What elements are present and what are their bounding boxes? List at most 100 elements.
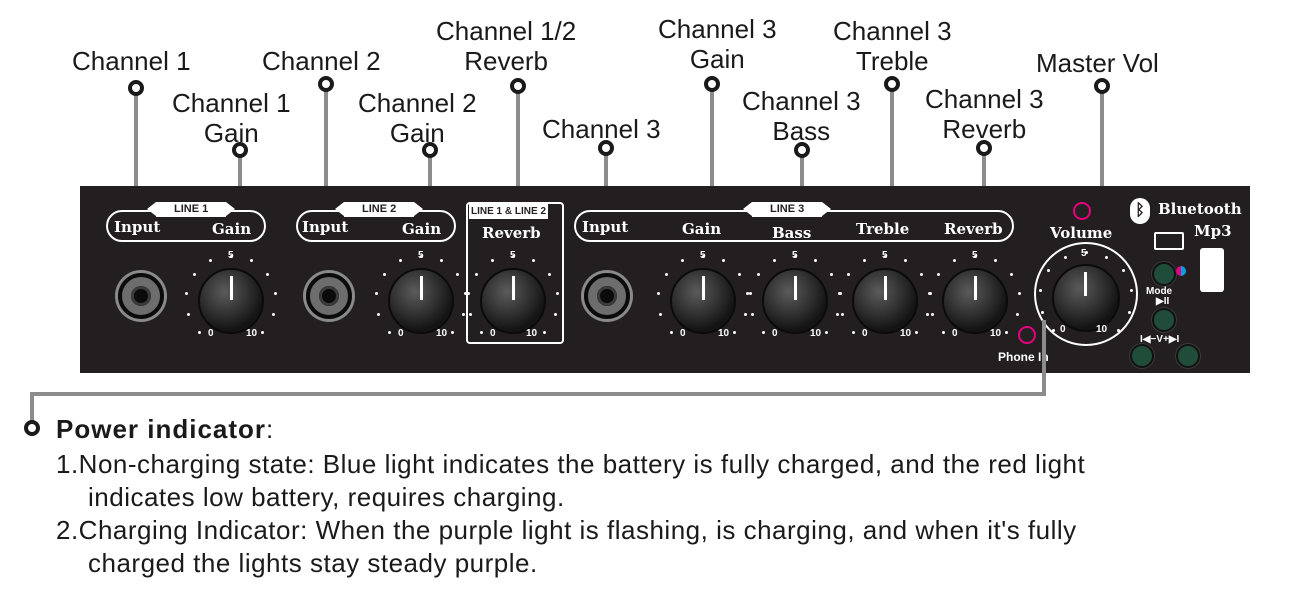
bluetooth-label: Bluetooth <box>1158 200 1242 218</box>
line3-treble-scale-10: 10 <box>900 328 912 339</box>
callout-channel2-gain: Channel 2 Gain <box>358 88 477 148</box>
power-indicator-led <box>1073 202 1091 220</box>
dial-tick <box>851 331 855 335</box>
next-vol-up-button[interactable] <box>1176 344 1200 368</box>
power-note-1b: indicates low battery, requires charging… <box>88 482 565 512</box>
dial-tick <box>468 313 472 317</box>
tape-icon <box>1154 232 1184 250</box>
line2-gain-label: Gain <box>402 220 442 238</box>
leader-channel12-reverb <box>516 88 520 281</box>
mode-button[interactable] <box>1152 262 1176 286</box>
dial-tick <box>451 331 455 335</box>
leader-dot-channel12-reverb <box>510 78 526 94</box>
power-note-1a: 1.Non-charging state: Blue light indicat… <box>56 449 1086 479</box>
power-indicator-title: Power indicator: <box>56 414 275 444</box>
master-volume-knob[interactable] <box>1052 264 1120 332</box>
line3-bass-scale-0: 0 <box>772 328 778 339</box>
line3-reverb-knob[interactable] <box>942 268 1008 334</box>
line2-gain-scale-10: 10 <box>436 328 448 339</box>
line3-bass-label: Bass <box>772 224 812 242</box>
line3-bass-knob[interactable] <box>762 268 828 334</box>
dial-tick <box>919 273 923 277</box>
dial-tick <box>193 273 197 277</box>
dial-tick <box>941 331 945 335</box>
line2-input-jack[interactable] <box>306 273 352 319</box>
leader-channel2 <box>324 86 328 272</box>
dial-tick <box>1051 329 1055 333</box>
dial-tick <box>491 259 495 263</box>
volume-scale-5: 5 <box>1081 248 1087 259</box>
dial-tick <box>1005 331 1009 335</box>
line3-treble-knob[interactable] <box>852 268 918 334</box>
dial-tick <box>185 292 189 296</box>
line12-reverb-scale-10: 10 <box>526 328 538 339</box>
callout-channel3-bass: Channel 3 Bass <box>742 86 861 146</box>
dial-tick <box>399 259 403 263</box>
leader-dot-channel3-treble <box>884 76 900 92</box>
dial-tick <box>665 273 669 277</box>
dial-tick <box>658 313 662 317</box>
leader-dot-channel1 <box>128 80 144 96</box>
callout-channel3: Channel 3 <box>542 114 661 144</box>
dial-tick <box>273 292 277 296</box>
dial-tick <box>1117 329 1121 333</box>
dial-tick <box>261 331 265 335</box>
leader-channel3-gain <box>710 86 714 282</box>
power-note-2b: charged the lights stay steady purple. <box>88 548 538 578</box>
dial-tick <box>1128 310 1132 314</box>
dial-tick <box>825 331 829 335</box>
line2-tag: LINE 2 <box>334 202 424 217</box>
line1-input-label: Input <box>114 218 161 236</box>
line3-bass-scale-10: 10 <box>810 328 822 339</box>
callout-channel2: Channel 2 <box>262 46 381 76</box>
dial-tick <box>467 292 471 296</box>
line3-treble-scale-0: 0 <box>862 328 868 339</box>
dial-tick <box>186 313 190 317</box>
dial-tick <box>721 259 725 263</box>
leader-channel3-treble <box>890 86 894 282</box>
line1-input-jack[interactable] <box>118 273 164 319</box>
line1-gain-scale-10: 10 <box>246 328 258 339</box>
dial-tick <box>1009 273 1013 277</box>
line1-gain-knob[interactable] <box>198 268 264 334</box>
dial-tick <box>926 313 930 317</box>
line3-reverb-scale-10: 10 <box>990 328 1002 339</box>
leader-channel1 <box>134 90 138 275</box>
power-leader-vertical <box>1042 320 1046 396</box>
dial-tick <box>745 292 749 296</box>
leader-dot-channel3 <box>598 140 614 156</box>
volume-label: Volume <box>1050 224 1113 242</box>
dial-tick <box>543 331 547 335</box>
dial-tick <box>937 273 941 277</box>
line12-reverb-label: Reverb <box>482 224 541 242</box>
dial-tick <box>737 273 741 277</box>
callout-channel3-gain: Channel 3 Gain <box>658 14 777 74</box>
leader-dot-channel3-bass <box>794 142 810 158</box>
line3-gain-knob[interactable] <box>670 268 736 334</box>
phone-in-label: Phone In <box>998 350 1049 364</box>
dial-tick <box>847 273 851 277</box>
usb-port[interactable] <box>1200 248 1224 292</box>
line12-reverb-knob[interactable] <box>480 268 546 334</box>
line3-input-jack[interactable] <box>584 273 630 319</box>
vol-buttons-label: I◀−V+▶I <box>1140 334 1180 345</box>
dial-tick <box>840 313 844 317</box>
line3-treble-label: Treble <box>856 220 910 238</box>
callout-channel3-reverb: Channel 3 Reverb <box>925 84 1044 144</box>
leader-dot-channel3-reverb <box>976 140 992 156</box>
dial-tick <box>547 273 551 277</box>
prev-vol-down-button[interactable] <box>1130 344 1154 368</box>
line3-gain-scale-10: 10 <box>718 328 730 339</box>
play-pause-button[interactable] <box>1152 308 1176 332</box>
dial-tick <box>1040 310 1044 314</box>
phone-in-jack[interactable] <box>1018 326 1036 344</box>
bluetooth-icon: ᛒ <box>1130 198 1150 224</box>
mode-label: Mode <box>1146 286 1173 297</box>
callout-channel3-treble: Channel 3 Treble <box>833 16 952 76</box>
line3-gain-scale-0: 0 <box>680 328 686 339</box>
dial-tick <box>1017 292 1021 296</box>
dial-tick <box>265 273 269 277</box>
line2-gain-knob[interactable] <box>388 268 454 334</box>
line3-reverb-scale-0: 0 <box>952 328 958 339</box>
dial-tick <box>455 273 459 277</box>
